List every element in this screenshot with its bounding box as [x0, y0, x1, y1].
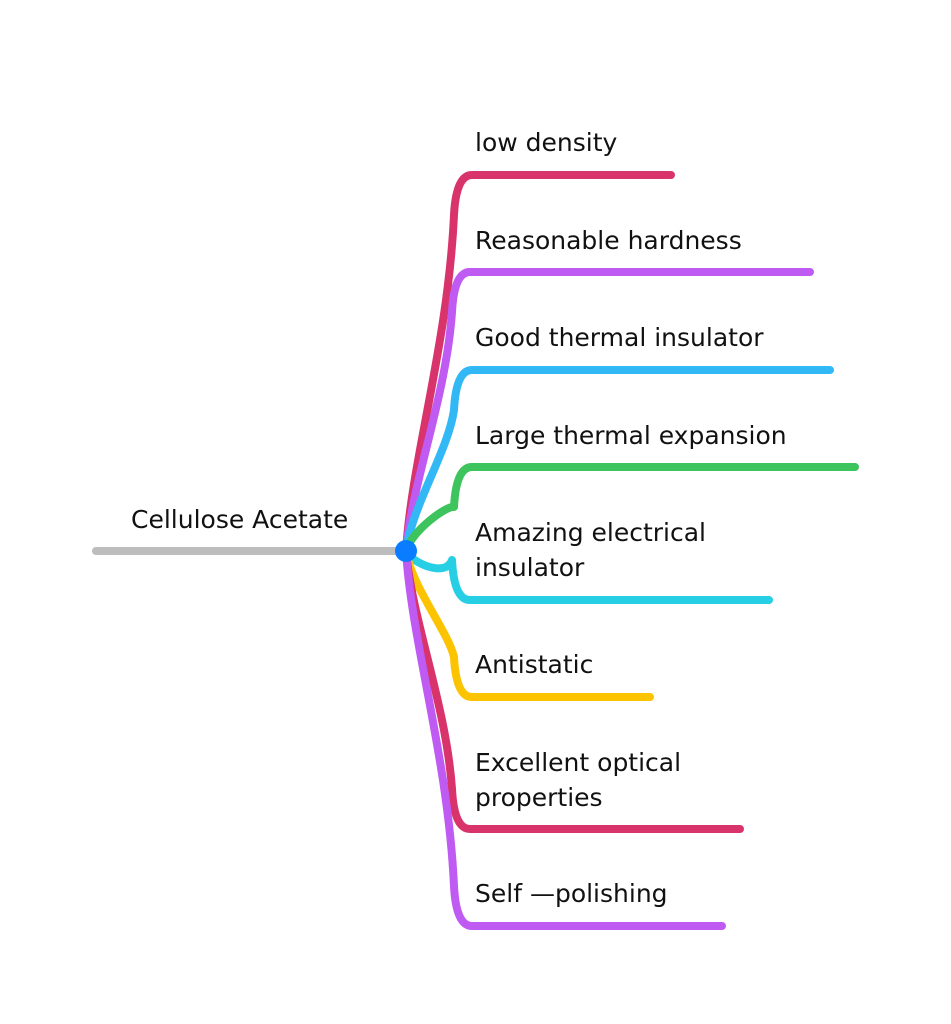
root-topic-label[interactable]: Cellulose Acetate: [131, 505, 349, 534]
branch-topic-label-line: Excellent optical: [475, 748, 682, 777]
branch-topic-label[interactable]: Good thermal insulator: [475, 320, 764, 355]
branch-topic-label[interactable]: Self —polishing: [475, 876, 668, 911]
branch-topic-label-line: insulator: [475, 553, 585, 582]
branch-topic-label[interactable]: Antistatic: [475, 647, 593, 682]
branch-topic-label[interactable]: Large thermal expansion: [475, 418, 787, 453]
branch-topic-label-line: Large thermal expansion: [475, 421, 787, 450]
branch-connector-line: [402, 547, 773, 604]
branch-topic-label[interactable]: low density: [475, 125, 617, 160]
branch-topic-label-line: Amazing electrical: [475, 518, 706, 547]
branch-topic-label[interactable]: Amazing electrical insulator: [475, 515, 775, 585]
branch-connector-line: [402, 366, 834, 555]
branch-connector-line: [402, 547, 726, 930]
branch-connector-line: [402, 268, 814, 555]
branch-connector-line: [402, 463, 859, 555]
branch-topic-label-line: properties: [475, 783, 603, 812]
branch-topic-label-line: Good thermal insulator: [475, 323, 764, 352]
branch-connector-line: [402, 547, 654, 701]
central-node-dot[interactable]: [395, 540, 417, 562]
branch-topic-label[interactable]: Reasonable hardness: [475, 223, 742, 258]
branch-topic-label-line: Self —polishing: [475, 879, 668, 908]
branch-topic-label-line: Antistatic: [475, 650, 594, 679]
branch-topic-label-line: Reasonable hardness: [475, 226, 742, 255]
branch-topic-label-line: low density: [475, 128, 618, 157]
branch-topic-label[interactable]: Excellent optical properties: [475, 745, 775, 815]
